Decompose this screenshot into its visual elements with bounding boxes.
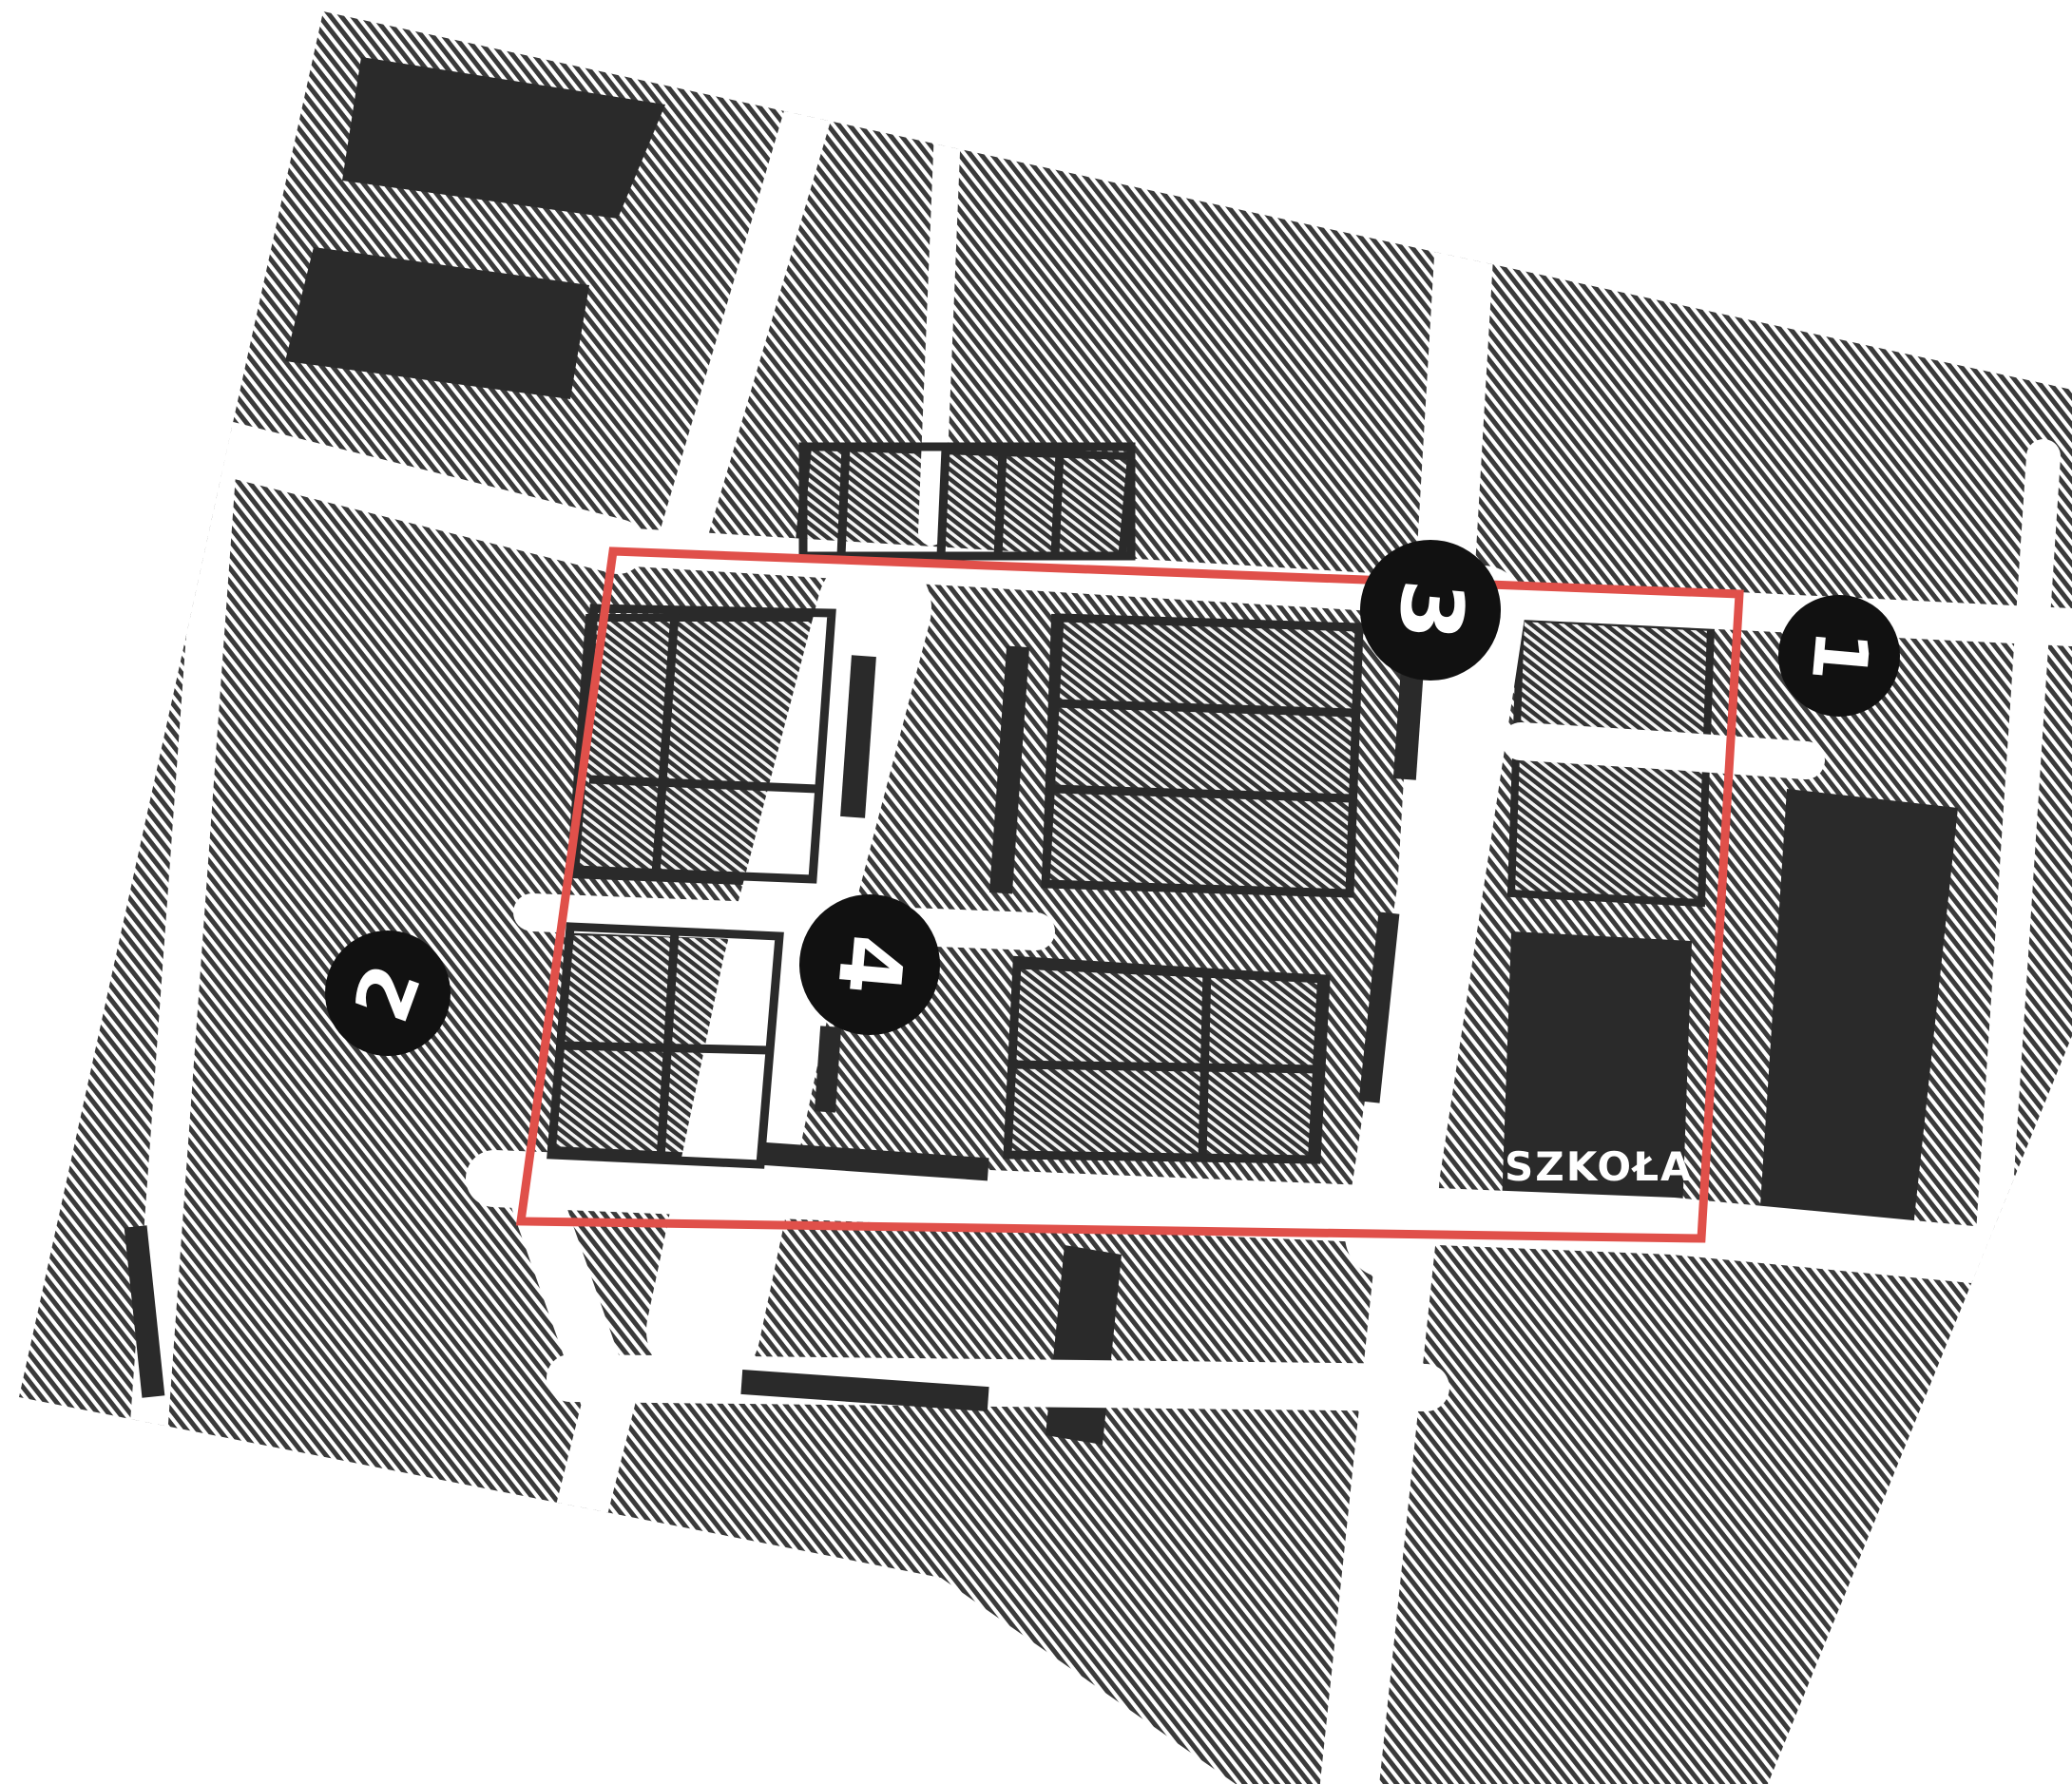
- marker-3[interactable]: 3: [1360, 540, 1501, 681]
- marker-1[interactable]: 1: [1778, 595, 1900, 717]
- highlight-area-outline: [515, 547, 1744, 1243]
- marker-3-label: 3: [1378, 576, 1483, 644]
- marker-1-label: 1: [1794, 626, 1884, 685]
- marker-4-label: 4: [817, 930, 922, 999]
- marker-2[interactable]: 2: [325, 930, 451, 1056]
- school-label: SZKOŁA: [1505, 1143, 1694, 1190]
- street-lettering: [124, 645, 1425, 1412]
- marker-4[interactable]: 4: [799, 894, 940, 1035]
